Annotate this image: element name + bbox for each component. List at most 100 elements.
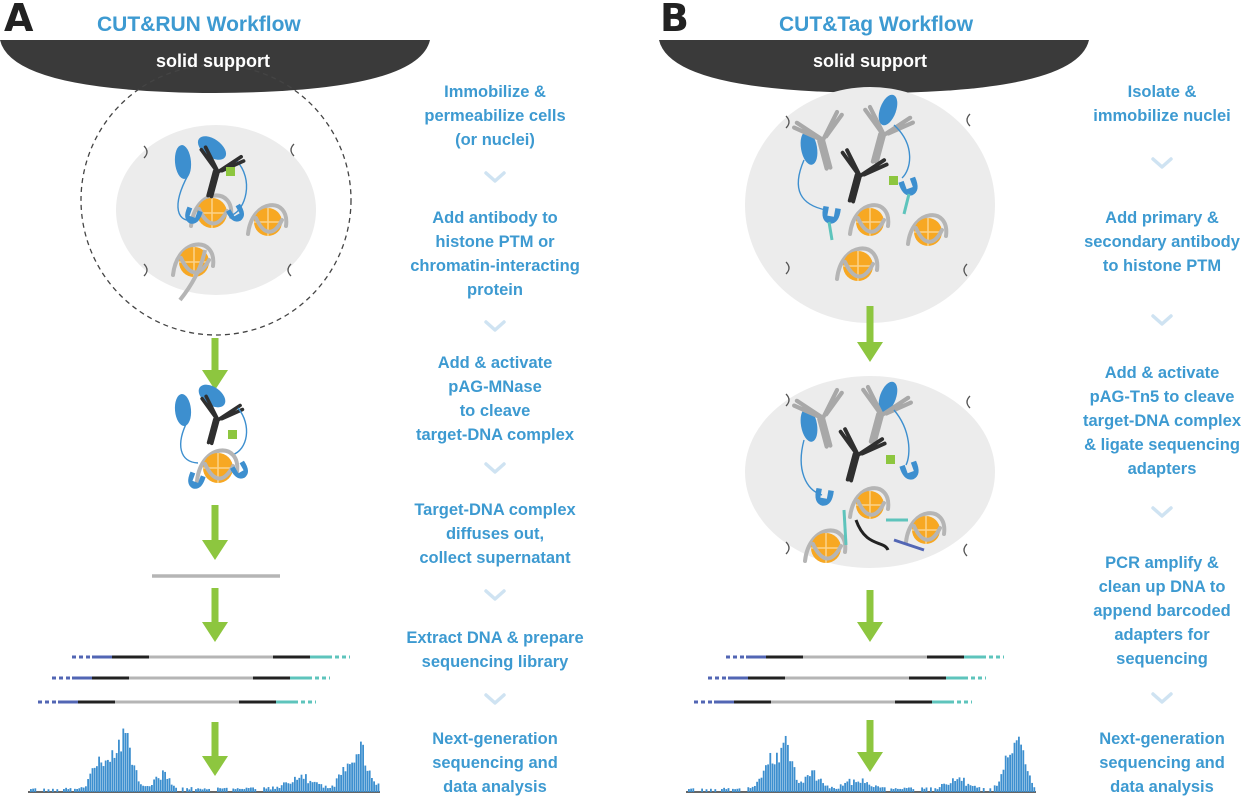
track-bar xyxy=(1022,750,1025,792)
sequencing-track-icon xyxy=(28,728,380,793)
tether-line xyxy=(893,409,910,466)
track-bar xyxy=(701,788,703,792)
track-bar xyxy=(168,778,171,792)
track-bar xyxy=(294,776,296,792)
track-bar xyxy=(157,778,160,792)
track-bar xyxy=(826,785,829,792)
track-bar xyxy=(758,778,761,792)
chevron-down-icon xyxy=(484,693,506,705)
antibody-icon xyxy=(840,148,889,204)
down-arrow-icon xyxy=(202,722,228,776)
down-arrow-icon xyxy=(202,588,228,642)
track-bar xyxy=(945,784,948,792)
track-bar xyxy=(782,742,785,792)
antibody-arms xyxy=(863,104,915,165)
track-bar xyxy=(859,782,862,792)
arrow-head xyxy=(202,622,228,642)
cut-and-run-illustration xyxy=(0,40,430,793)
track-bar xyxy=(316,782,318,792)
track-bar xyxy=(173,785,175,792)
track-bar xyxy=(305,774,307,792)
pag-shape xyxy=(230,460,249,479)
track-bar xyxy=(166,778,169,792)
track-bar xyxy=(300,774,303,792)
track-bar xyxy=(322,787,325,792)
track-bar xyxy=(954,781,956,792)
track-bar xyxy=(817,779,820,792)
track-bar xyxy=(219,788,221,792)
track-bar xyxy=(291,782,294,792)
track-bar xyxy=(971,785,974,792)
track-bar xyxy=(111,750,114,792)
track-bar xyxy=(727,788,730,792)
track-bar xyxy=(362,744,364,792)
track-bar xyxy=(963,777,965,792)
track-bar xyxy=(798,782,800,792)
chevron-down-icon xyxy=(484,171,506,183)
ptm-mark xyxy=(226,167,235,176)
track-bar xyxy=(329,787,331,792)
track-bar xyxy=(34,788,37,792)
track-bar xyxy=(949,783,952,792)
membrane-mark xyxy=(785,393,790,407)
track-bar xyxy=(736,788,739,792)
antibody-arms xyxy=(861,384,913,445)
dna-wrap xyxy=(171,242,216,277)
track-bar xyxy=(375,784,378,792)
track-bar xyxy=(941,784,943,792)
arrow-shaft xyxy=(866,590,874,626)
track-bar xyxy=(800,781,802,792)
track-bar xyxy=(899,788,901,792)
track-bar xyxy=(767,764,769,792)
track-bar xyxy=(921,787,923,792)
track-bar xyxy=(96,766,98,792)
pag-shape xyxy=(822,205,841,224)
track-bar xyxy=(91,768,94,792)
track-bar xyxy=(692,788,695,792)
track-bar xyxy=(307,783,309,792)
track-bar xyxy=(1002,769,1005,792)
chevron-down-icon xyxy=(484,462,506,474)
ptm-mark xyxy=(889,176,898,185)
tether-line xyxy=(797,159,827,211)
track-bar xyxy=(283,782,285,792)
track-bar xyxy=(324,785,327,792)
track-bar xyxy=(217,787,219,792)
track-bar xyxy=(905,788,908,792)
track-bar xyxy=(43,788,45,792)
track-bar xyxy=(714,789,717,792)
track-bar xyxy=(866,782,868,792)
track-bar xyxy=(245,787,248,792)
track-bar xyxy=(1033,787,1036,792)
nucleosome-icon xyxy=(906,213,949,246)
track-bar xyxy=(203,788,206,792)
membrane-mark xyxy=(785,541,790,555)
track-bar xyxy=(199,788,202,792)
pag-shape xyxy=(226,203,245,222)
track-bar xyxy=(159,779,162,792)
track-bar xyxy=(804,776,807,792)
dna-wrap-front xyxy=(811,542,843,561)
track-bar xyxy=(1020,744,1022,792)
track-bar xyxy=(144,786,147,792)
membrane-mark xyxy=(143,263,148,277)
track-bar xyxy=(93,767,96,792)
track-bar xyxy=(263,787,265,792)
track-bar xyxy=(285,782,287,792)
arrow-shaft xyxy=(866,306,874,346)
track-bar xyxy=(738,788,741,792)
track-bar xyxy=(313,781,316,792)
protein-ellipse xyxy=(174,394,192,426)
track-bar xyxy=(272,786,274,792)
track-bar xyxy=(137,781,140,792)
track-bar xyxy=(756,781,758,792)
track-bar xyxy=(340,774,342,792)
track-bar xyxy=(710,788,712,792)
track-bar xyxy=(947,784,950,792)
track-bar xyxy=(247,788,250,792)
track-bar xyxy=(32,788,34,792)
track-bar xyxy=(795,779,798,792)
track-bar xyxy=(828,788,831,792)
track-bar xyxy=(98,756,100,792)
track-bar xyxy=(100,762,103,792)
